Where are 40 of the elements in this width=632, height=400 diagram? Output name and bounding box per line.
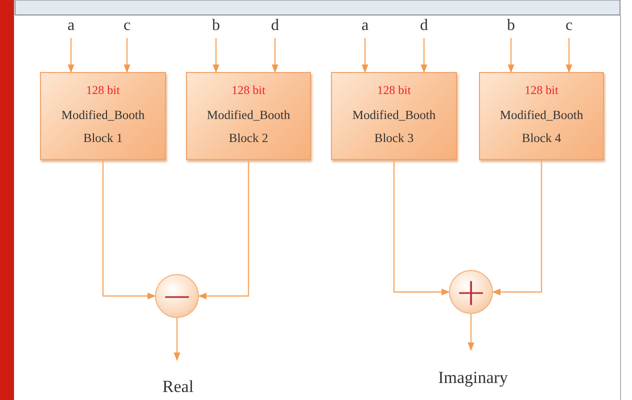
arrow: [68, 38, 74, 73]
input-name: c: [565, 17, 573, 35]
arrow: [393, 160, 450, 296]
arrow: [198, 160, 250, 300]
multiplier-block: [479, 72, 604, 160]
arrow: [212, 38, 220, 73]
input-name: d: [420, 17, 428, 35]
input-name: b: [212, 17, 220, 35]
block-label: Modified_Booth Block 2: [206, 106, 292, 146]
block-label: Modified_Booth Block 1: [60, 106, 146, 146]
bit-width-label: 128 bit: [524, 82, 558, 98]
subtractor-circle: [155, 274, 199, 318]
operator-sign: −: [161, 277, 193, 315]
arrow: [566, 38, 572, 73]
input-name: b: [507, 17, 515, 35]
input-name: a: [361, 17, 369, 35]
operator-sign: +: [455, 273, 487, 311]
adder-circle: [449, 270, 493, 314]
input-name: c: [123, 17, 131, 35]
input-name: a: [67, 17, 75, 35]
output-name: Real: [162, 377, 194, 397]
arrow: [492, 160, 542, 296]
arrow: [420, 38, 428, 73]
arrow: [508, 38, 514, 73]
arrow: [124, 38, 130, 73]
bit-width-label: 128 bit: [377, 82, 411, 98]
arrow: [468, 314, 474, 351]
arrow: [362, 38, 368, 73]
multiplier-block: [186, 72, 311, 160]
block-label: Modified_Booth Block 3: [351, 106, 437, 146]
arrow: [174, 318, 180, 361]
bit-width-label: 128 bit: [232, 82, 266, 98]
multiplier-block: [331, 72, 457, 160]
output-name: Imaginary: [438, 368, 508, 388]
bit-width-label: 128 bit: [86, 82, 120, 98]
arrow: [102, 160, 156, 300]
block-label: Modified_Booth Block 4: [498, 106, 584, 146]
arrow: [272, 38, 278, 73]
input-name: d: [271, 17, 279, 35]
multiplier-block: [40, 72, 166, 160]
